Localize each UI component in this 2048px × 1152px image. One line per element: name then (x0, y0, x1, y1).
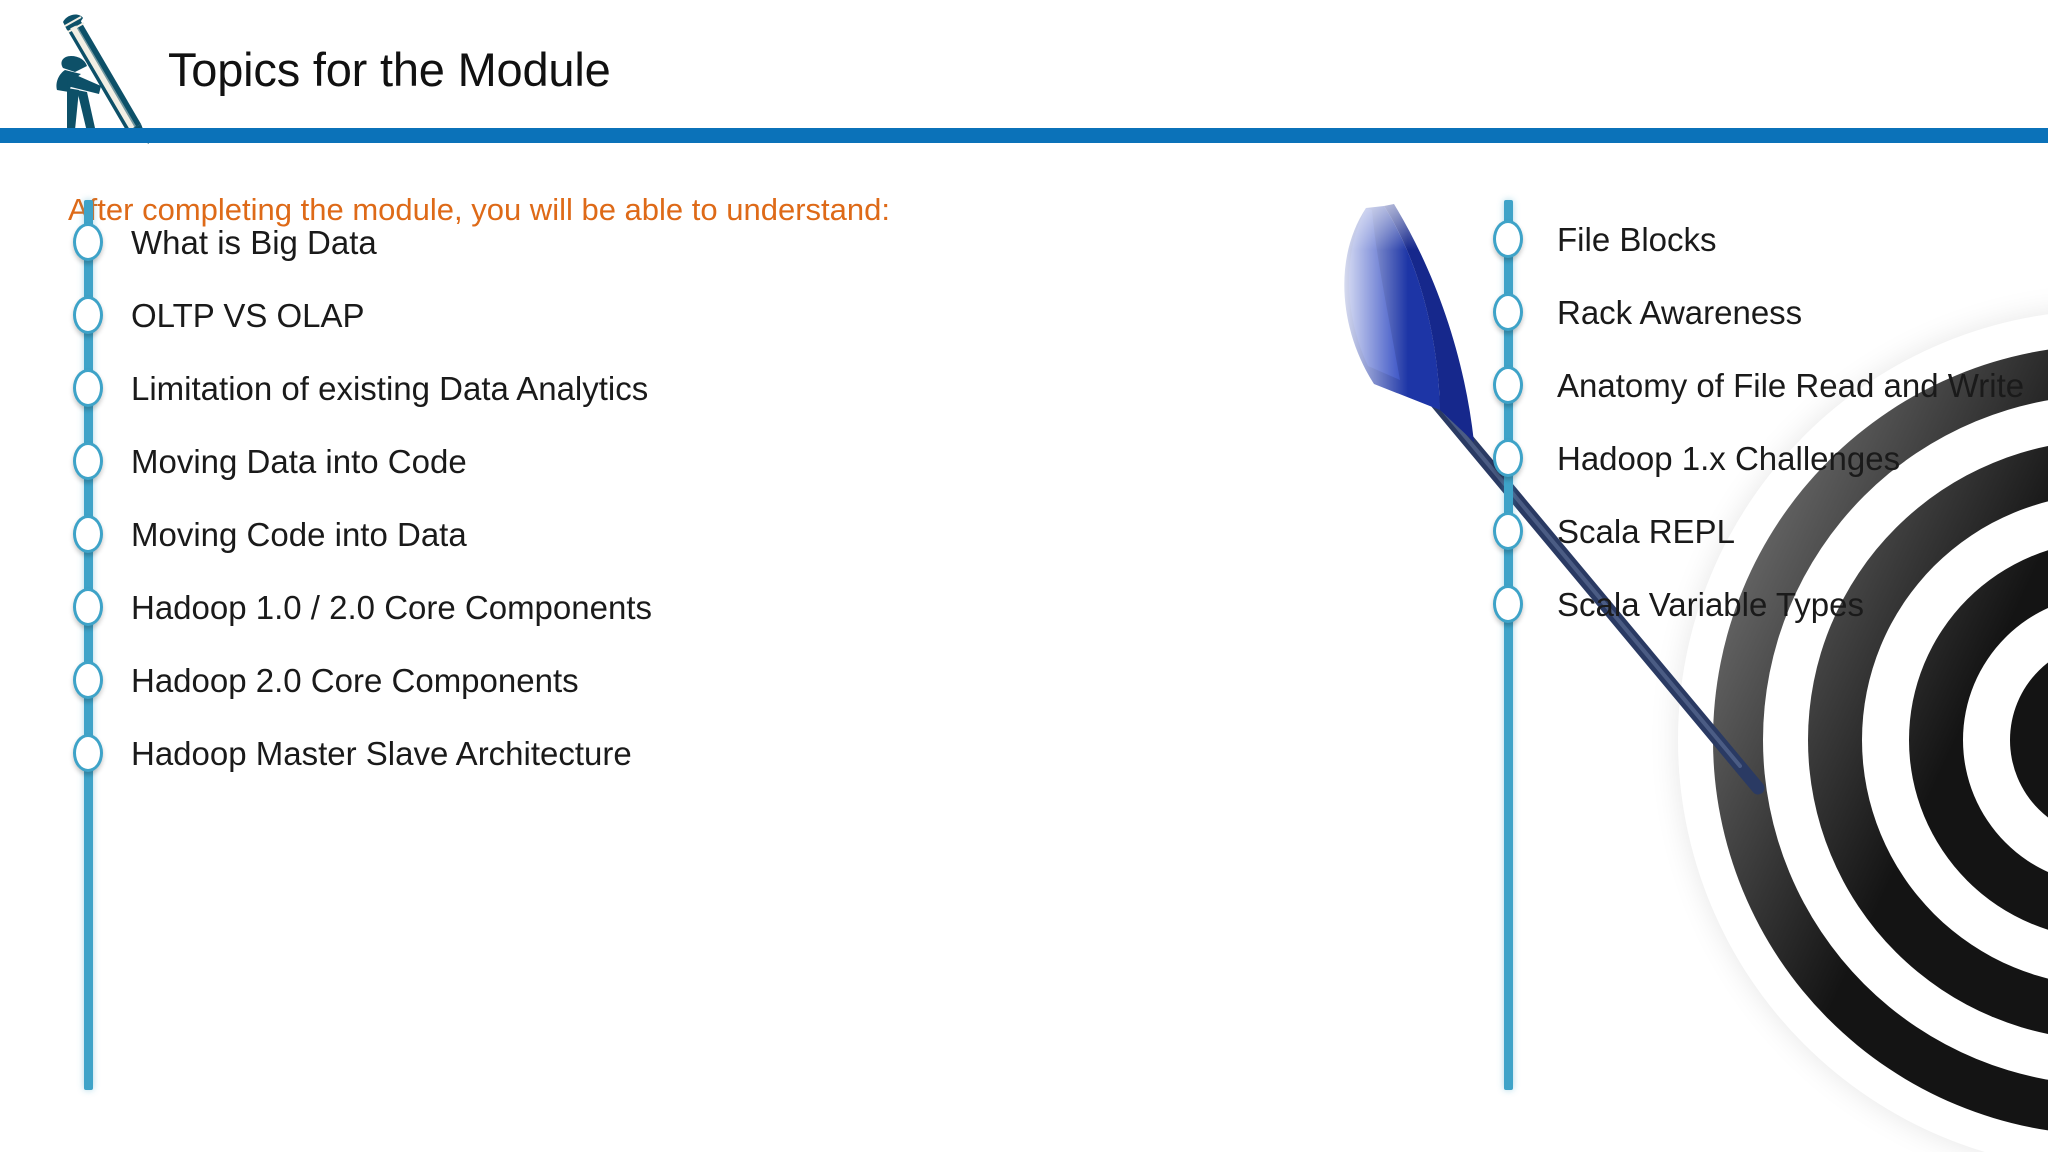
timeline-spine-right (1504, 200, 1513, 1090)
accent-divider (0, 128, 2048, 143)
dartboard-ring-3 (1763, 395, 2048, 1085)
timeline-spine-left (84, 200, 93, 1090)
topic-label: Moving Code into Data (131, 515, 467, 553)
dartboard-ring-5 (1862, 494, 2048, 986)
dartboard-ring-8 (2010, 642, 2048, 838)
topic-label: OLTP VS OLAP (131, 296, 365, 334)
bullet-marker-icon (73, 734, 103, 772)
topic-label: Rack Awareness (1557, 293, 1803, 331)
topic-label: Anatomy of File Read and Write (1557, 366, 2025, 404)
bullet-marker-icon (73, 588, 103, 626)
topic-label: Limitation of existing Data Analytics (131, 369, 649, 407)
dartboard (1678, 310, 2048, 1152)
dartboard-highlight (1678, 310, 2048, 1152)
bullet-marker-icon (73, 369, 103, 407)
bullet-marker-icon (1493, 293, 1523, 331)
topic-label: Scala REPL (1557, 512, 1735, 550)
artwork-left-fade (1288, 140, 1408, 1152)
topic-label: Scala Variable Types (1557, 585, 1864, 623)
bullet-marker-icon (73, 515, 103, 553)
page-title: Topics for the Module (168, 43, 611, 96)
bullet-marker-icon (1493, 512, 1523, 550)
dartboard-artwork (1288, 140, 2048, 1152)
dartboard-ring-7 (1963, 595, 2048, 885)
bullet-marker-icon (73, 296, 103, 334)
topic-label: Moving Data into Code (131, 442, 467, 480)
subtitle-text: After completing the module, you will be… (68, 192, 890, 227)
dart-icon (1344, 204, 1765, 795)
topic-label: Hadoop Master Slave Architecture (131, 734, 632, 772)
bullet-marker-icon (1493, 366, 1523, 404)
dartboard-ring-6 (1909, 541, 2048, 939)
bullet-marker-icon (73, 223, 103, 261)
bullet-marker-icon (73, 661, 103, 699)
bullet-marker-icon (73, 442, 103, 480)
topic-label: Hadoop 1.0 / 2.0 Core Components (131, 588, 652, 626)
topic-label: Hadoop 1.x Challenges (1557, 439, 1901, 477)
topic-label: File Blocks (1557, 220, 1717, 258)
topic-label: Hadoop 2.0 Core Components (131, 661, 579, 699)
bullet-marker-icon (1493, 439, 1523, 477)
dartboard-ring-4 (1808, 440, 2048, 1040)
topic-label: What is Big Data (131, 223, 377, 261)
bullet-marker-icon (1493, 220, 1523, 258)
dartboard-ring-1 (1678, 310, 2048, 1152)
bullet-marker-icon (1493, 585, 1523, 623)
